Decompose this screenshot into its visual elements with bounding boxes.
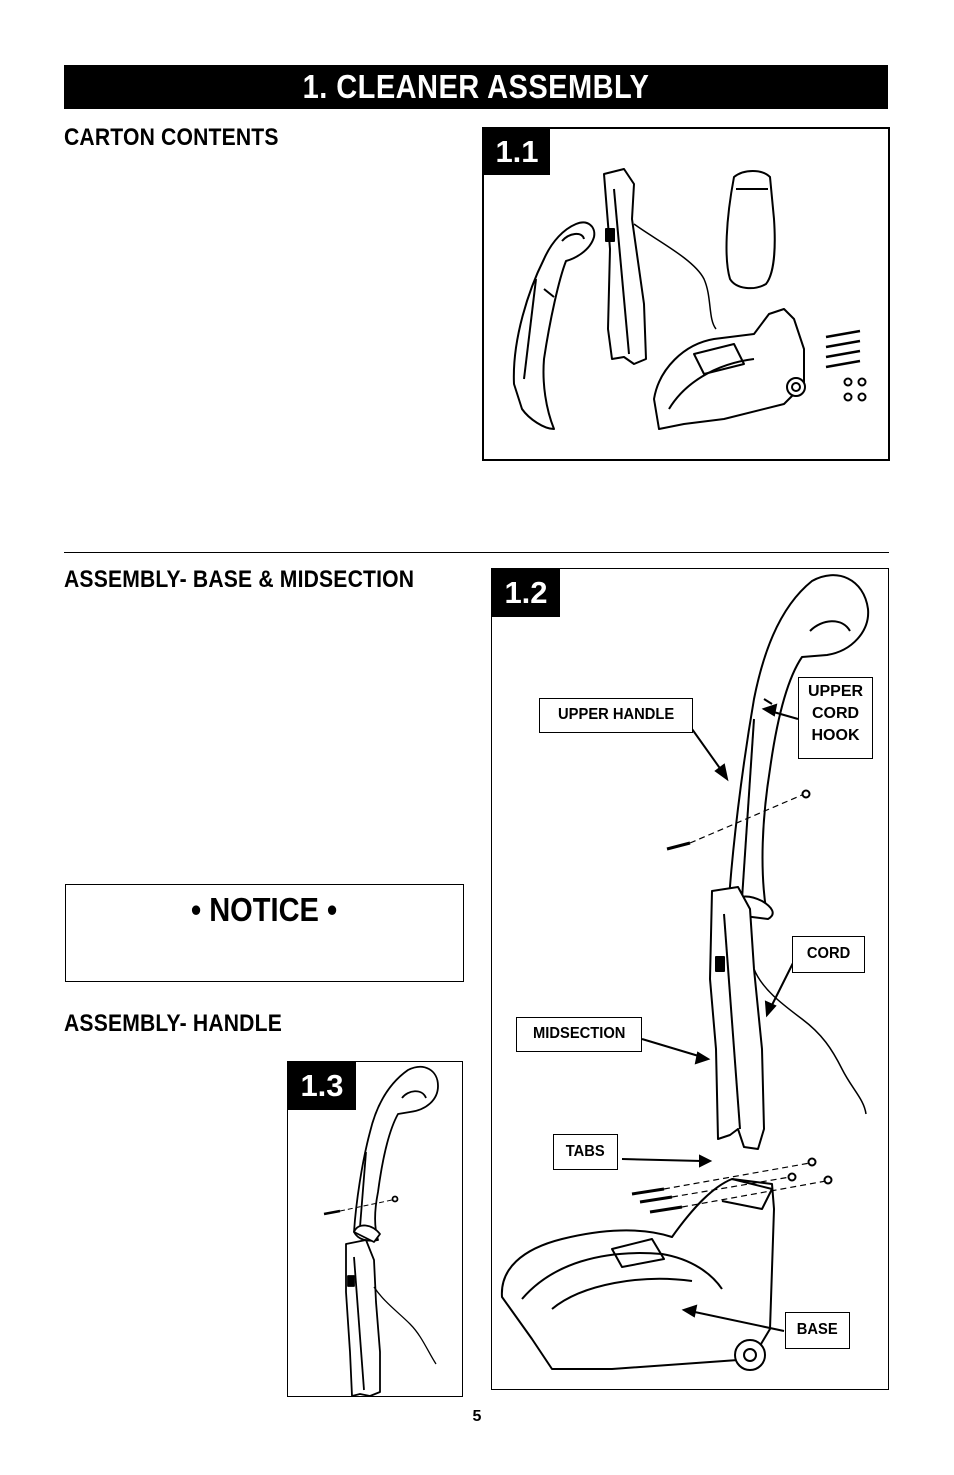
- upper-handle-diagram: [727, 574, 870, 917]
- carton-contents-heading-text: CARTON CONTENTS: [64, 124, 279, 151]
- callout-base-text: BASE: [797, 1321, 838, 1338]
- base-diagram: [500, 1178, 775, 1370]
- callout-upper-cord-hook-line3: HOOK: [811, 727, 860, 744]
- figure-1-1-label-text: 1.1: [495, 134, 539, 169]
- callout-midsection: MIDSECTION: [516, 1017, 642, 1052]
- callout-upper-cord-hook: UPPER CORD HOOK: [798, 677, 873, 759]
- solution-tank-part: [725, 170, 776, 290]
- figure-1-2-label: 1.2: [492, 569, 560, 617]
- figure-1-2-label-text: 1.2: [504, 575, 548, 610]
- notice-box: • NOTICE •: [65, 884, 464, 982]
- callout-tabs: TABS: [553, 1134, 618, 1170]
- figure-1-3-label: 1.3: [288, 1062, 356, 1110]
- callout-upper-handle-text: UPPER HANDLE: [557, 706, 675, 723]
- carton-contents-heading: CARTON CONTENTS: [64, 124, 308, 152]
- callout-upper-cord-hook-line2: CORD: [811, 705, 860, 722]
- figure-1-1: 1.1: [482, 127, 890, 461]
- assembly-base-heading-text: ASSEMBLY- BASE & MIDSECTION: [64, 566, 415, 593]
- base-part: [653, 308, 805, 430]
- callout-midsection-text: MIDSECTION: [532, 1025, 626, 1042]
- figure-1-3-label-text: 1.3: [300, 1068, 344, 1103]
- figure-1-3: 1.3: [287, 1061, 463, 1397]
- page-number: 5: [472, 1408, 482, 1425]
- figure-1-2: 1.2: [491, 568, 889, 1390]
- page-title: 1. CLEANER ASSEMBLY: [64, 65, 888, 109]
- assembly-base-heading: ASSEMBLY- BASE & MIDSECTION: [64, 566, 462, 594]
- callout-upper-cord-hook-line1: UPPER: [807, 683, 864, 700]
- midsection-diagram: [709, 886, 765, 1150]
- notice-title: • NOTICE •: [66, 891, 463, 929]
- upper-handle-part: [512, 221, 596, 430]
- base-midsection-illustration: [500, 574, 870, 1371]
- callout-cord: CORD: [792, 936, 865, 973]
- callout-upper-handle: UPPER HANDLE: [539, 698, 693, 733]
- notice-title-text: • NOTICE •: [191, 891, 338, 928]
- callout-tabs-text: TABS: [566, 1143, 605, 1160]
- assembly-handle-heading-text: ASSEMBLY- HANDLE: [64, 1010, 282, 1037]
- carton-contents-illustration: [512, 168, 867, 430]
- section-divider: [64, 552, 889, 553]
- assembly-handle-heading: ASSEMBLY- HANDLE: [64, 1010, 312, 1038]
- callout-cord-text: CORD: [806, 945, 851, 962]
- callout-base: BASE: [785, 1312, 850, 1349]
- figure-1-1-label: 1.1: [484, 129, 550, 175]
- page-title-text: 1. CLEANER ASSEMBLY: [302, 68, 650, 105]
- midsection-part: [603, 168, 647, 365]
- handle-assembly-illustration: [323, 1065, 439, 1397]
